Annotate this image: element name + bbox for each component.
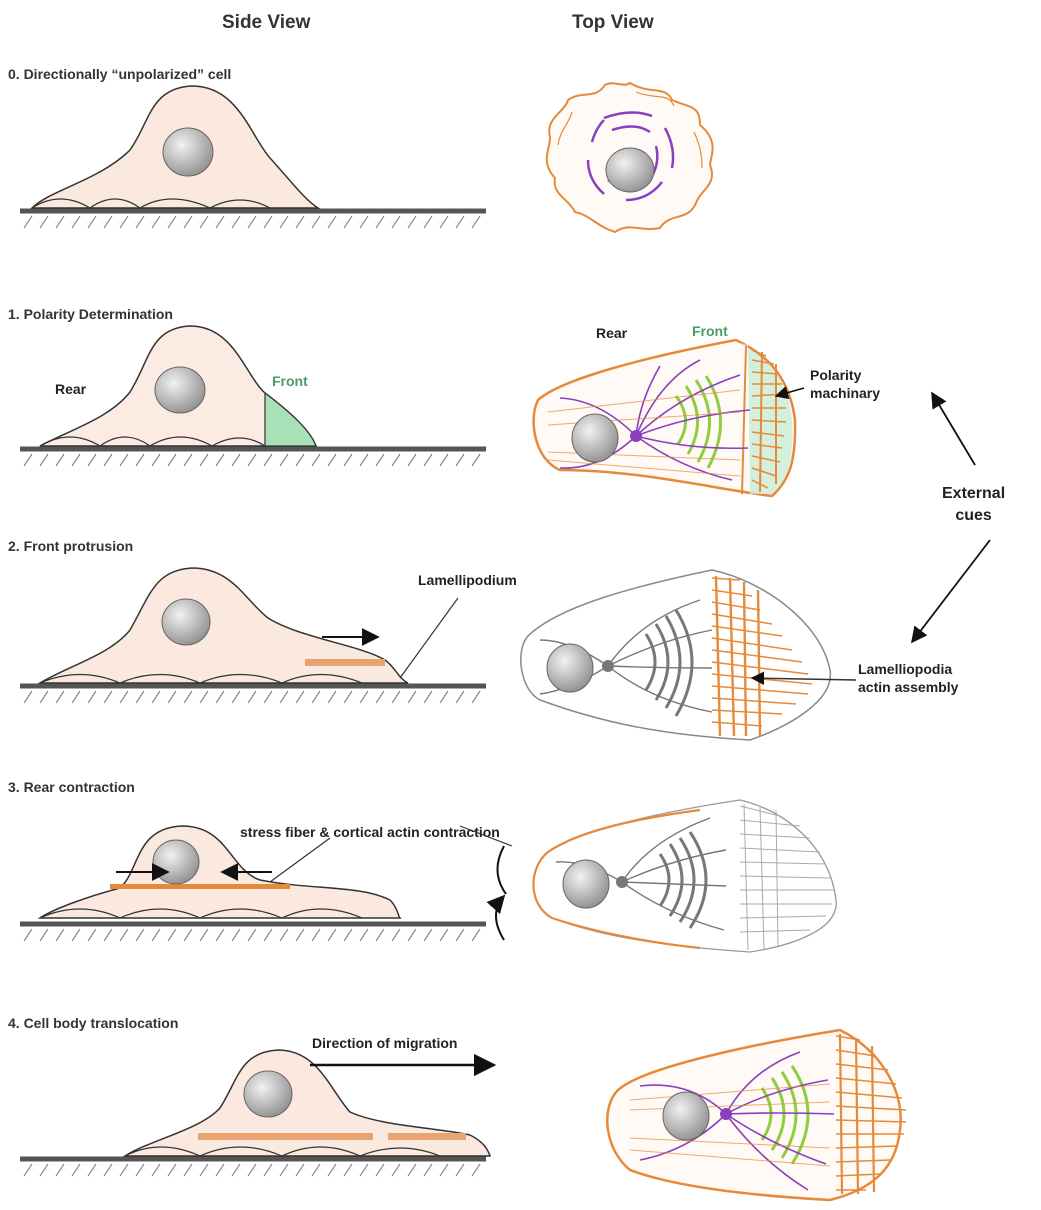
top-cell-3 [496, 800, 836, 952]
side-cell-3 [40, 826, 512, 918]
top-cell-4 [607, 1030, 906, 1200]
centrosome [616, 876, 628, 888]
top-cell-0 [547, 83, 713, 232]
front-actin-bar [305, 659, 385, 666]
external-cue-arrow-down [912, 540, 990, 642]
contraction-pointer [270, 838, 330, 882]
contraction-pointer-top [460, 826, 512, 846]
centrosome [630, 430, 642, 442]
substrate-4 [20, 1159, 486, 1176]
nucleus [163, 128, 213, 176]
substrate-group [20, 211, 486, 1176]
nucleus [162, 599, 210, 645]
nucleus [572, 414, 618, 462]
stress-fiber-bar [110, 884, 290, 889]
centrosome [720, 1108, 732, 1120]
side-cell-0 [32, 86, 318, 208]
side-cell-4 [125, 1050, 494, 1156]
actin-bar-rear [198, 1133, 373, 1140]
nucleus [606, 148, 654, 192]
nucleus [663, 1092, 709, 1140]
nucleus [563, 860, 609, 908]
substrate-2 [20, 686, 486, 703]
nucleus [153, 840, 199, 884]
substrate-1 [20, 449, 486, 466]
centrosome [602, 660, 614, 672]
nucleus [155, 367, 205, 413]
external-cue-arrow-up [932, 393, 975, 465]
top-cell-2 [521, 570, 856, 740]
lamellipodium-pointer [400, 598, 458, 678]
actin-bar-front [388, 1133, 466, 1140]
substrate-3 [20, 924, 486, 941]
top-cell-1 [534, 340, 804, 496]
substrate-0 [20, 211, 486, 228]
side-cell-1 [40, 326, 316, 446]
nucleus [244, 1071, 292, 1117]
side-cell-2 [40, 568, 458, 683]
nucleus [547, 644, 593, 692]
